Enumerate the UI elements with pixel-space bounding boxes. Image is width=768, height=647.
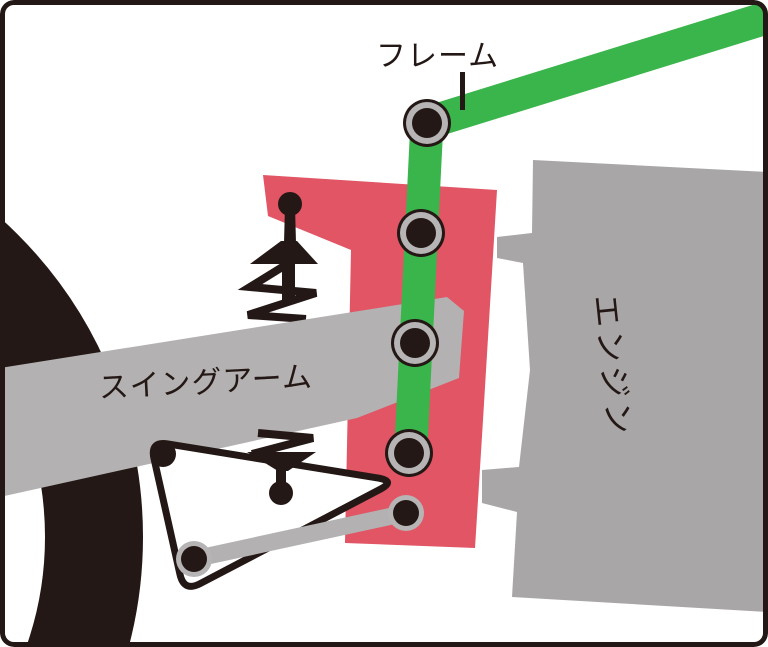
spring-coil-upper: [237, 262, 318, 323]
pivot-bolt-2: [397, 209, 445, 257]
engine-block: [482, 160, 768, 612]
spring-coil-lower: [250, 429, 315, 458]
triangle-pivot-dot-top: [150, 441, 176, 467]
frame-leader-line: [460, 72, 465, 110]
frame-tube-green: [422, 0, 768, 139]
pivot-bolt-1: [403, 99, 451, 147]
shock-top-ball: [278, 192, 302, 216]
pivot-center: [412, 108, 442, 138]
frame-link-green: [393, 120, 444, 467]
shock-top-stem: [284, 206, 296, 243]
shock-absorber-lower: [247, 429, 316, 505]
shock-top-bell: [250, 241, 318, 264]
pivot-center: [406, 218, 436, 248]
shock-bottom-stem: [276, 469, 286, 485]
pivot-bolt-3: [391, 319, 439, 367]
triangle-pivot-dot-bottom: [181, 546, 207, 572]
shock-bottom-bell: [247, 452, 316, 471]
pivot-center: [394, 438, 424, 468]
pivot-center: [400, 328, 430, 358]
rod-bracket-pivot-dot: [393, 500, 419, 526]
rod-shaft: [192, 504, 408, 568]
swingarm-shape: [0, 297, 464, 497]
rear-tire: [0, 217, 143, 647]
label-frame: フレーム: [376, 40, 500, 73]
shock-bottom-ball: [269, 481, 293, 505]
shock-absorber-spring: [237, 192, 318, 323]
pivot-bolt-4: [385, 429, 433, 477]
